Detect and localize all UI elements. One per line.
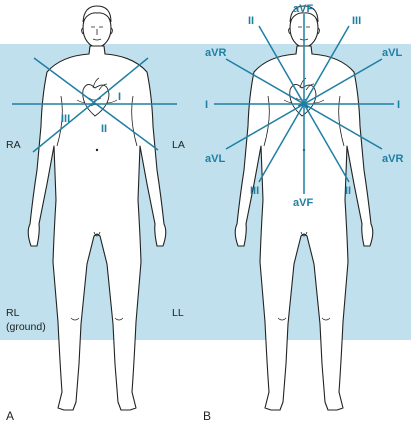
limb-label-ll: LL bbox=[172, 307, 184, 319]
panel-a-lead-lines bbox=[12, 57, 177, 153]
panel-b-avl-left-label: aVL bbox=[205, 153, 225, 165]
panel-b-avr-left-label: aVR bbox=[205, 47, 226, 59]
panel-b-avr-right-label: aVR bbox=[382, 153, 403, 165]
panel-a-letter: A bbox=[6, 409, 14, 423]
panel-a-lead-i-label: I bbox=[118, 91, 121, 103]
panel-b-avf-top-label: aVF bbox=[293, 3, 313, 15]
panel-b-i-right-label: I bbox=[397, 99, 400, 111]
panel-b-avl-right-label: aVL bbox=[382, 47, 402, 59]
panel-b-ii-bottom-label: II bbox=[345, 185, 351, 197]
lead-avl-axis-line bbox=[225, 58, 383, 150]
limb-label-rl-ground: (ground) bbox=[6, 321, 46, 333]
panel-b-i-left-label: I bbox=[205, 99, 208, 111]
limb-label-la: LA bbox=[172, 139, 185, 151]
lead-ii-line bbox=[33, 57, 159, 151]
limb-label-ra: RA bbox=[6, 139, 21, 151]
panel-b-letter: B bbox=[203, 409, 211, 423]
panel-b-iii-bottom-label: III bbox=[250, 185, 259, 197]
panel-b-avf-bottom-label: aVF bbox=[293, 197, 313, 209]
panel-a-lead-iii-label: III bbox=[61, 113, 70, 125]
panel-b-lead-lines bbox=[214, 14, 394, 194]
lead-iii-line bbox=[32, 57, 149, 153]
limb-label-rl: RL bbox=[6, 307, 20, 319]
panel-b-iii-top-label: III bbox=[352, 15, 361, 27]
panel-b-ii-top-label: II bbox=[248, 15, 254, 27]
panel-a-lead-ii-label: II bbox=[101, 123, 107, 135]
